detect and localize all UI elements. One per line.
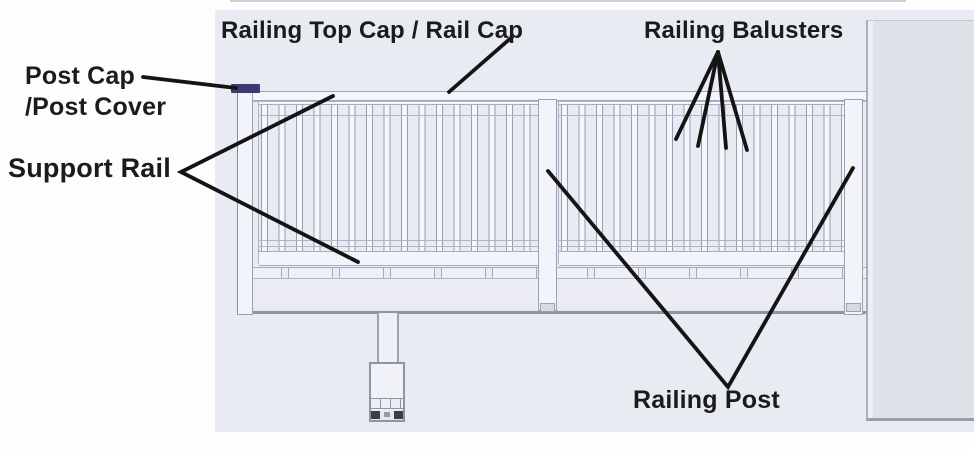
post-cap-label-line2: /Post Cover <box>25 93 167 121</box>
house-wall-graphic <box>866 20 974 421</box>
baluster-feet-line <box>559 240 845 241</box>
post-cap-graphic <box>231 84 260 93</box>
middle-railing-post-graphic <box>538 99 557 311</box>
base-bolt-graphic <box>394 411 403 419</box>
balusters-graphic <box>261 105 539 251</box>
baluster-connector-line <box>559 115 845 116</box>
support-post-stem-graphic <box>377 313 399 362</box>
post-cap-label: Post Cap /Post Cover <box>25 61 166 123</box>
base-bolt-graphic <box>384 412 390 417</box>
baluster-connector-line <box>259 115 539 116</box>
post-foot-graphic <box>540 303 555 312</box>
top-support-rail-graphic <box>259 100 539 105</box>
rail-cap-graphic <box>248 91 866 101</box>
baluster-feet-line <box>259 246 539 247</box>
balusters-label: Railing Balusters <box>644 17 844 44</box>
balusters-graphic <box>561 105 845 251</box>
base-plate-cells <box>371 398 403 409</box>
bottom-support-rail-graphic <box>259 251 539 266</box>
bottom-support-rail-graphic <box>559 251 845 266</box>
railing-post-label: Railing Post <box>633 386 780 414</box>
left-railing-post-graphic <box>237 92 253 315</box>
railing-section-left <box>258 100 540 266</box>
right-railing-post-graphic <box>844 99 863 315</box>
baluster-feet-line <box>259 240 539 241</box>
base-plate-band <box>371 410 403 420</box>
rail-cap-underline <box>248 101 866 102</box>
post-foot-graphic <box>846 303 861 312</box>
rail-cap-label: Railing Top Cap / Rail Cap <box>221 17 524 44</box>
baluster-feet-line <box>559 246 845 247</box>
post-cap-label-line1: Post Cap <box>25 62 135 90</box>
railing-section-right <box>558 100 846 266</box>
base-bolt-graphic <box>371 411 380 419</box>
support-rail-label: Support Rail <box>8 153 171 183</box>
top-edge-artifact <box>230 0 906 2</box>
support-post-base-graphic <box>369 362 405 422</box>
